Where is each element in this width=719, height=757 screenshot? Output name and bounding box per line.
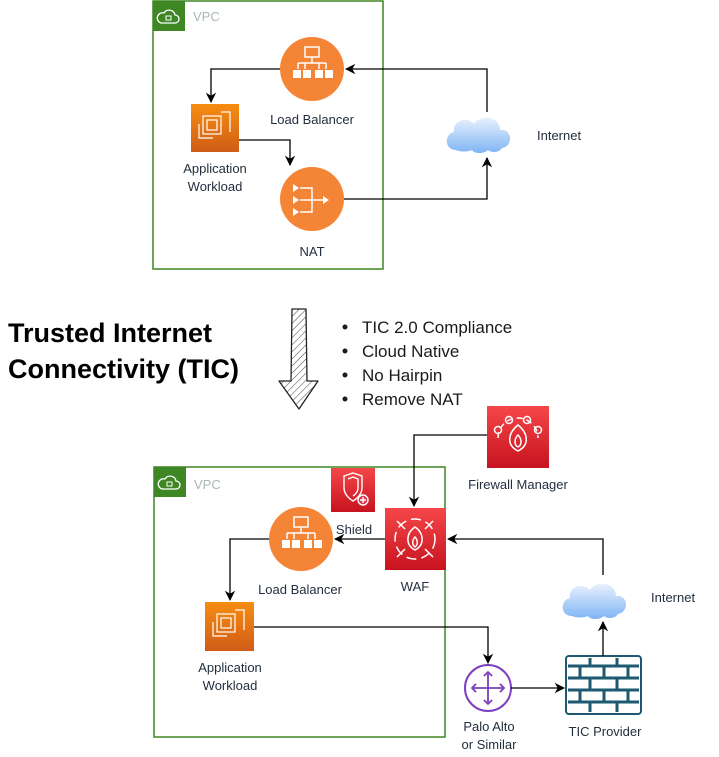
tic-title-line2: Connectivity (TIC) (8, 354, 239, 384)
waf-label: WAF (401, 579, 429, 594)
tic-provider-label: TIC Provider (569, 724, 643, 739)
bottom-workload-label-line1: Application (198, 660, 262, 675)
bottom-vpc-label: VPC (194, 477, 221, 492)
transition-arrow (278, 308, 319, 410)
bottom-load-balancer-node[interactable]: Load Balancer (258, 507, 343, 597)
shield-label: Shield (336, 522, 372, 537)
top-internet-node[interactable]: Internet (446, 117, 582, 153)
benefit-item: TIC 2.0 Compliance (362, 318, 512, 337)
top-vpc-group: VPC (152, 0, 384, 270)
edge-internet-to-waf (446, 533, 604, 575)
waf-icon (385, 508, 446, 570)
firewall-manager-icon (487, 406, 549, 468)
edge-lb-to-workload (205, 68, 280, 104)
edge-workload-to-nat (239, 139, 296, 167)
bottom-workload-label-line2: Workload (203, 678, 258, 693)
top-workload-label-line1: Application (183, 161, 247, 176)
load-balancer-icon (280, 37, 344, 101)
top-vpc-label: VPC (193, 9, 220, 24)
bottom-vpc-boundary (153, 466, 446, 738)
bottom-internet-node[interactable]: Internet (562, 583, 696, 619)
benefit-item: Remove NAT (362, 390, 463, 409)
top-load-balancer-node[interactable]: Load Balancer (270, 37, 355, 127)
edge-nat-to-internet (344, 156, 493, 200)
tic-title-line1: Trusted Internet (8, 318, 212, 348)
bottom-workload-node[interactable]: Application Workload (198, 602, 262, 693)
top-vpc-boundary (152, 0, 384, 270)
top-load-balancer-label: Load Balancer (270, 112, 355, 127)
palo-alto-label-line1: Palo Alto (463, 719, 514, 734)
firewall-manager-node[interactable]: Firewall Manager (468, 406, 569, 492)
firewall-manager-label: Firewall Manager (468, 477, 568, 492)
tic-provider-node[interactable]: TIC Provider (565, 655, 643, 739)
waf-node[interactable]: WAF (385, 508, 446, 594)
edge-fm-to-waf (408, 434, 487, 508)
internet-cloud-icon (446, 117, 511, 153)
bottom-internet-label: Internet (651, 590, 695, 605)
shield-node[interactable]: Shield (331, 468, 375, 537)
edge-workload-to-palo (254, 626, 494, 665)
tic-benefits-list: TIC 2.0 Compliance Cloud Native No Hairp… (342, 318, 512, 409)
bullet-dot (342, 324, 348, 330)
benefit-item: No Hairpin (362, 366, 442, 385)
nat-label: NAT (299, 244, 324, 259)
bullet-dot (342, 348, 348, 354)
down-arrow-icon (278, 308, 319, 410)
palo-alto-label-line2: or Similar (462, 737, 518, 752)
ec2-instance-icon (205, 602, 254, 651)
top-internet-label: Internet (537, 128, 581, 143)
bullet-dot (342, 396, 348, 402)
nat-gateway-node[interactable]: NAT (280, 167, 344, 259)
edge-lb-to-workload (224, 538, 269, 602)
load-balancer-icon (269, 507, 333, 571)
benefit-item: Cloud Native (362, 342, 459, 361)
top-workload-label-line2: Workload (188, 179, 243, 194)
internet-cloud-icon (562, 583, 627, 619)
edge-internet-to-lb (344, 63, 488, 112)
bottom-load-balancer-label: Load Balancer (258, 582, 343, 597)
top-workload-node[interactable]: Application Workload (183, 104, 247, 194)
palo-alto-node[interactable]: Palo Alto or Similar (462, 664, 518, 752)
ec2-instance-icon (191, 104, 239, 152)
shield-icon (331, 468, 375, 512)
bullet-dot (342, 372, 348, 378)
bottom-vpc-group: VPC (153, 466, 446, 738)
